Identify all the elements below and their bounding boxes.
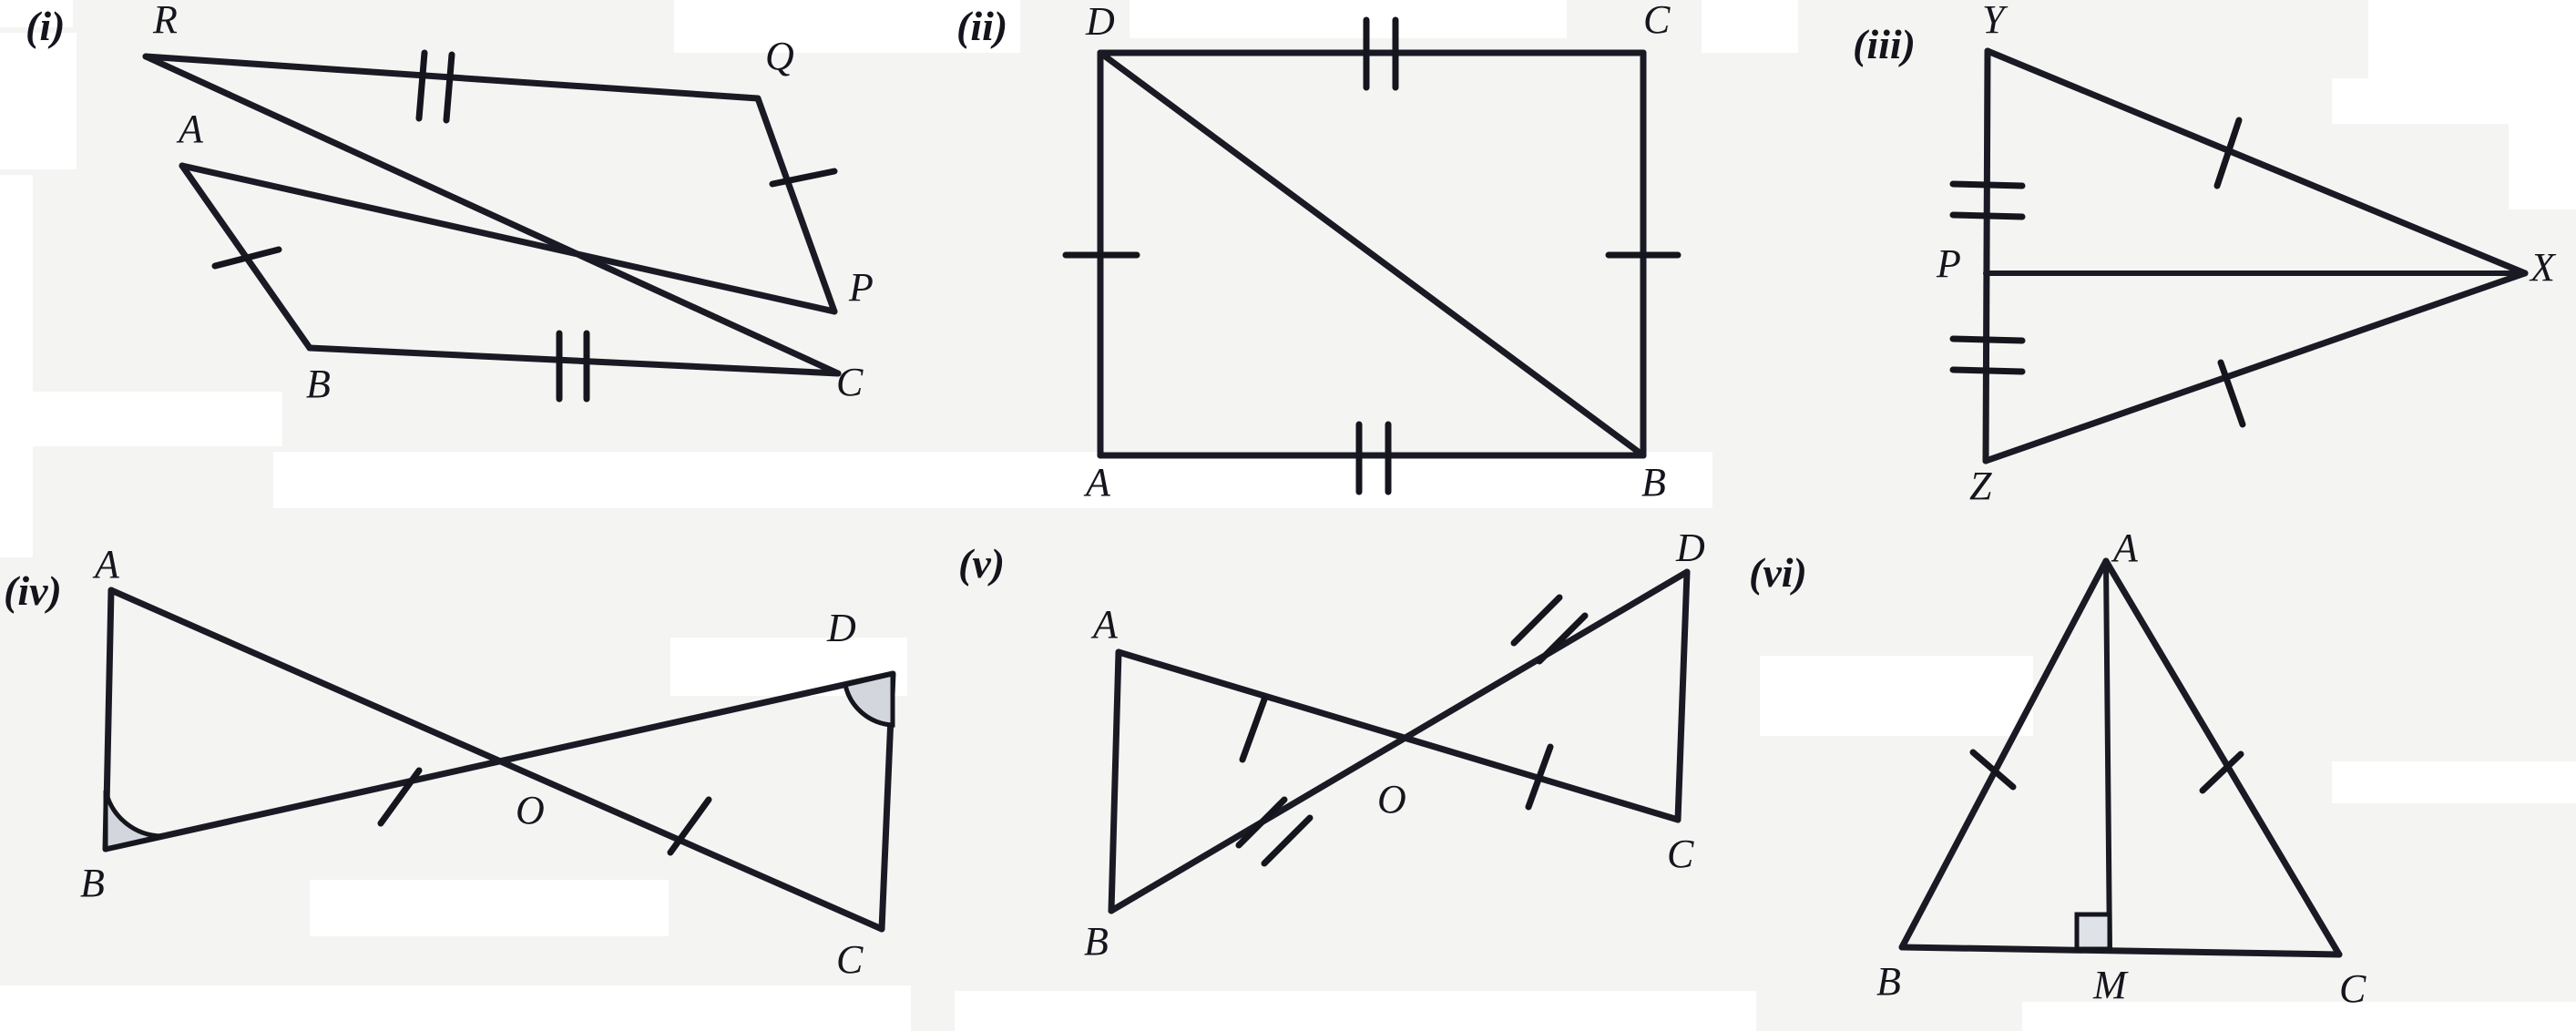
figure-v: (v) D A O C B xyxy=(947,528,1767,1031)
segment-BD xyxy=(102,670,896,852)
tick-mark-OD-1 xyxy=(1510,594,1563,647)
figure-i: (i) R Q P A B C xyxy=(0,0,911,428)
segment-BD xyxy=(1108,568,1691,914)
tick-mark-BO-1 xyxy=(1235,796,1288,849)
segment-QP xyxy=(754,95,838,315)
figure-label-v: (v) xyxy=(958,540,1006,587)
vertex-label-A: A xyxy=(2113,526,2138,570)
tick-mark-AC-1 xyxy=(2199,750,2244,794)
segment-ZY xyxy=(1982,47,1991,464)
segment-XZ xyxy=(1982,270,2529,464)
vertex-label-O: O xyxy=(516,788,545,832)
segment-AB xyxy=(1898,557,2110,951)
tick-mark-YP-1 xyxy=(1949,180,2026,189)
vertex-label-A: A xyxy=(1086,460,1110,505)
vertex-label-Z: Z xyxy=(1969,464,1992,508)
vertex-label-D: D xyxy=(827,606,856,650)
segment-AM xyxy=(2103,558,2112,954)
tick-mark-PZ-1 xyxy=(1949,335,2026,344)
vertex-label-O: O xyxy=(1377,777,1406,822)
tick-mark-QP-1 xyxy=(769,168,838,188)
vertex-label-B: B xyxy=(1084,919,1109,964)
tick-mark-PZ-2 xyxy=(1949,366,2026,375)
tick-mark-BO-2 xyxy=(1261,814,1314,867)
figure-vi: (vi) A B M C xyxy=(1749,528,2576,1031)
vertex-label-X: X xyxy=(2530,245,2555,290)
vertex-label-D: D xyxy=(1676,526,1705,570)
vertex-label-B: B xyxy=(1641,460,1666,505)
tick-mark-AB-1 xyxy=(1969,749,2017,791)
vertex-label-P: P xyxy=(1937,241,1961,286)
vertex-label-D: D xyxy=(1086,0,1115,44)
tick-mark-AO-1 xyxy=(1239,696,1268,763)
tick-mark-RQ-1 xyxy=(415,49,428,122)
tick-mark-YP-2 xyxy=(1949,211,2026,220)
tick-mark-AB-1 xyxy=(211,246,282,270)
figure-label-iii: (iii) xyxy=(1853,21,1916,67)
figure-ii-canvas xyxy=(1062,16,1682,495)
figure-iv: (iv) A B O D C xyxy=(0,528,911,1031)
figure-v-canvas xyxy=(1108,568,1691,914)
vertex-label-B: B xyxy=(1876,959,1901,1004)
vertex-label-Q: Q xyxy=(765,34,794,78)
segment-BC xyxy=(1898,944,2343,958)
figure-vi-canvas xyxy=(1898,557,2343,958)
figure-label-iv: (iv) xyxy=(4,567,62,614)
angle-mark-B xyxy=(103,790,163,852)
segment-BC xyxy=(306,344,842,377)
vertex-label-B: B xyxy=(80,861,105,905)
figure-iii: (iii) Y X Z P xyxy=(1849,0,2576,510)
segment-DC xyxy=(1674,568,1691,823)
right-angle-mark-M xyxy=(2074,912,2112,952)
vertex-label-C: C xyxy=(1643,0,1671,42)
segment-RC xyxy=(142,53,842,377)
segment-AC xyxy=(1115,648,1682,823)
tick-mark-OC-1 xyxy=(1525,743,1554,811)
segment-AP xyxy=(179,162,838,315)
figure-label-ii: (ii) xyxy=(956,3,1008,49)
vertex-label-A: A xyxy=(179,107,203,151)
vertex-label-A: A xyxy=(95,542,119,587)
vertex-label-P: P xyxy=(849,265,874,310)
vertex-label-A: A xyxy=(1093,602,1118,647)
vertex-label-C: C xyxy=(2339,966,2366,1011)
segment-YX xyxy=(1984,47,2529,277)
tick-mark-AO-1 xyxy=(377,767,423,827)
tick-mark-XZ-1 xyxy=(2217,359,2246,428)
vertex-label-R: R xyxy=(153,0,178,42)
figure-label-vi: (vi) xyxy=(1749,549,1807,596)
vertex-label-B: B xyxy=(306,362,331,406)
figure-iii-canvas xyxy=(1949,47,2529,464)
segment-AC xyxy=(2102,557,2343,958)
figure-iv-canvas xyxy=(102,587,896,933)
vertex-label-Y: Y xyxy=(1982,0,2005,42)
vertex-label-C: C xyxy=(836,937,864,982)
figure-label-i: (i) xyxy=(26,3,66,49)
angle-mark-D xyxy=(843,670,895,728)
segment-DB xyxy=(1097,49,1647,459)
figure-ii: (ii) D C A B xyxy=(947,0,1731,510)
tick-mark-OC-1 xyxy=(667,796,712,856)
tick-mark-RQ-2 xyxy=(443,51,455,124)
segment-AB xyxy=(1108,648,1122,914)
vertex-label-C: C xyxy=(1667,832,1694,876)
vertex-label-M: M xyxy=(2093,963,2127,1007)
tick-mark-OD-2 xyxy=(1536,612,1589,665)
vertex-label-C: C xyxy=(836,360,864,404)
figure-i-canvas xyxy=(142,49,842,403)
tick-mark-YX-1 xyxy=(2213,117,2243,189)
